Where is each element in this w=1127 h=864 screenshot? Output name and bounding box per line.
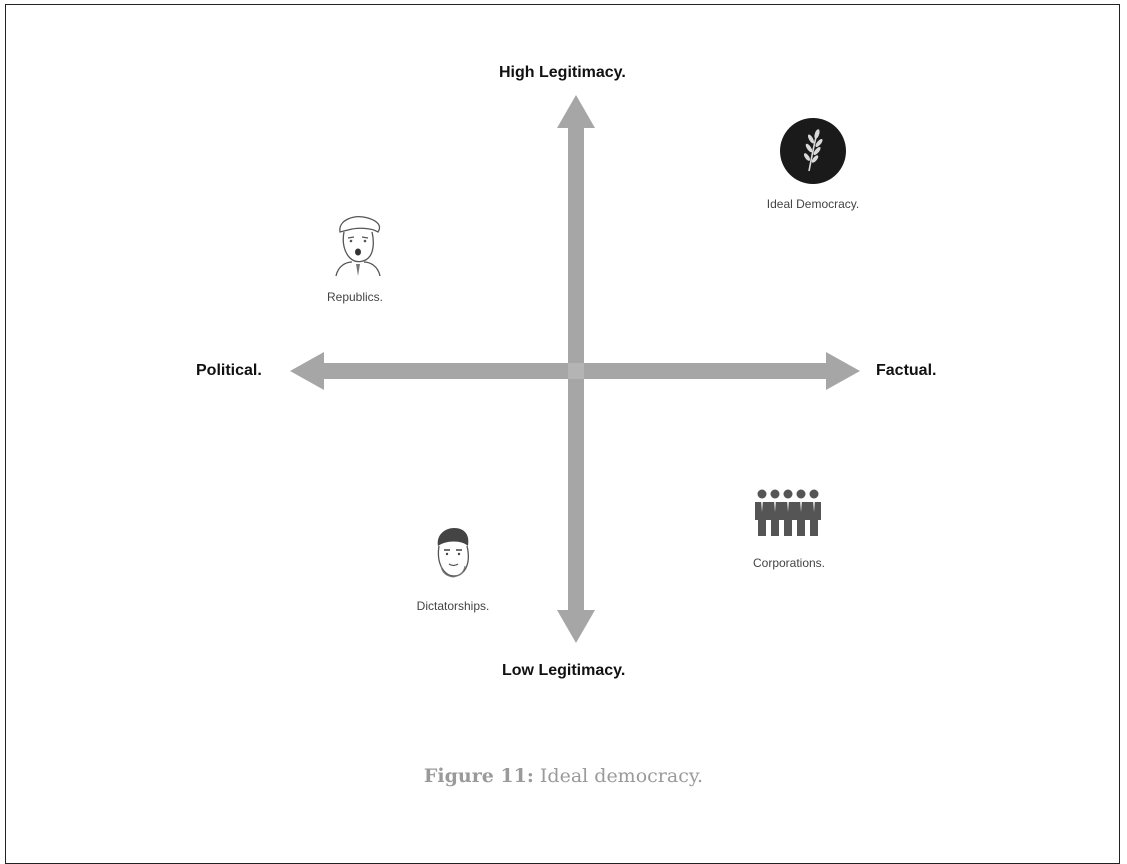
politician-face-icon bbox=[335, 216, 381, 277]
axis-label-top: High Legitimacy. bbox=[499, 64, 626, 81]
figure-caption: Figure 11: Ideal democracy. bbox=[0, 765, 1127, 787]
quadrant-axes bbox=[290, 95, 860, 643]
horizontal-axis-right-arrowhead bbox=[826, 352, 860, 390]
business-people-icon bbox=[755, 489, 821, 536]
vertical-axis-down-arrowhead bbox=[557, 610, 595, 643]
axis-crossing bbox=[568, 363, 584, 379]
figure-caption-text: Ideal democracy. bbox=[539, 765, 704, 787]
corporations-label: Corporations. bbox=[752, 556, 826, 570]
axis-label-bottom: Low Legitimacy. bbox=[502, 662, 626, 679]
axis-label-right: Factual. bbox=[876, 362, 937, 379]
dictatorships-label: Dictatorships. bbox=[416, 599, 490, 613]
horizontal-axis-left-arrowhead bbox=[290, 352, 324, 390]
republics-label: Republics. bbox=[326, 290, 384, 304]
ideal-democracy-label: Ideal Democracy. bbox=[766, 197, 860, 211]
wheat-sprig-icon bbox=[780, 118, 846, 184]
vertical-axis-up-arrowhead bbox=[557, 95, 595, 128]
dictator-face-icon bbox=[437, 528, 469, 578]
figure-number: Figure 11: bbox=[423, 765, 534, 787]
axis-label-left: Political. bbox=[196, 362, 262, 379]
